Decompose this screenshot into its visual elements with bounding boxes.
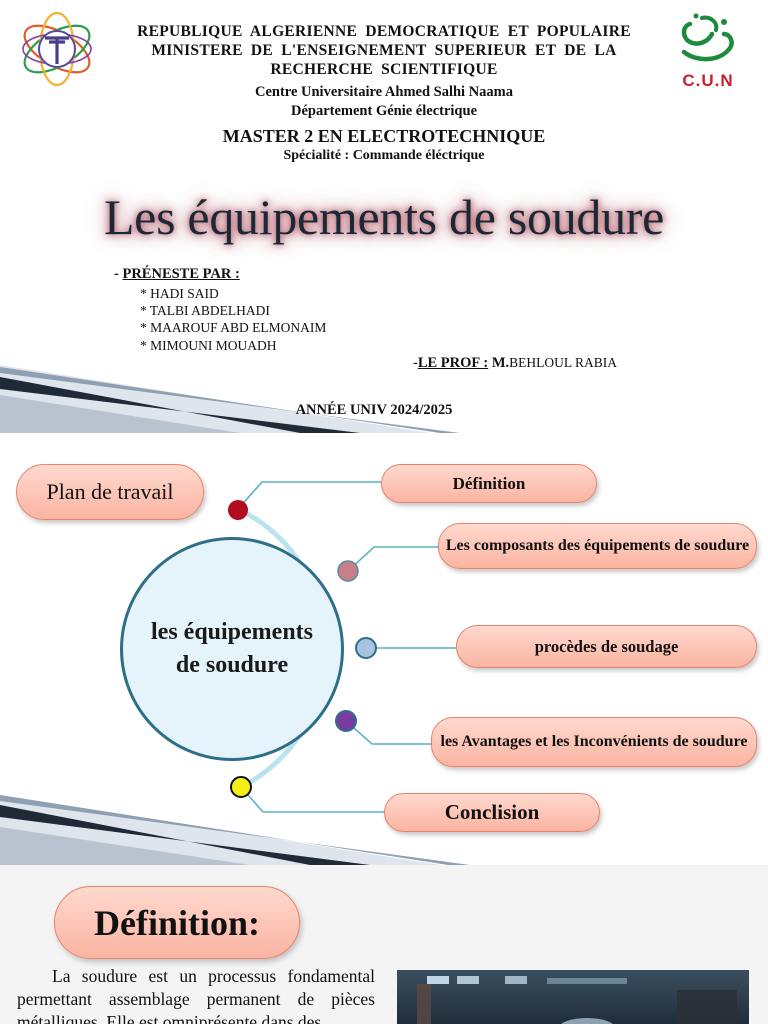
plan-item-conclusion: Conclision bbox=[384, 793, 600, 832]
presented-prefix: - bbox=[114, 266, 123, 282]
welding-photo-image bbox=[417, 976, 737, 1024]
institution-header: REPUBLIQUE ALGERIENNE DEMOCRATIQUE ET PO… bbox=[0, 22, 768, 79]
node-dot bbox=[335, 710, 357, 732]
plan-title-pill: Plan de travail bbox=[16, 464, 204, 520]
student-name: * HADI SAID bbox=[140, 286, 219, 301]
definition-paragraph: La soudure est un processus fondamental … bbox=[17, 966, 375, 1024]
prof-title: M. bbox=[488, 355, 510, 371]
plan-slide: Plan de travail les équipements de soudu… bbox=[0, 433, 768, 865]
student-name: * MAAROUF ABD ELMONAIM bbox=[140, 320, 327, 336]
header-line: MINISTERE DE L'ENSEIGNEMENT SUPERIEUR ET… bbox=[151, 42, 617, 59]
academic-year: ANNÉE UNIV 2024/2025 bbox=[295, 402, 453, 418]
prof-name: BEHLOUL RABIA bbox=[509, 355, 618, 370]
prof-label: LE PROF : bbox=[417, 355, 489, 371]
header-line: REPUBLIQUE ALGERIENNE DEMOCRATIQUE ET PO… bbox=[137, 23, 631, 40]
center-topic-line: les équipements bbox=[151, 619, 313, 645]
node-dot bbox=[355, 637, 377, 659]
node-dot bbox=[230, 776, 252, 798]
cun-emblem-icon bbox=[681, 13, 734, 62]
centre-name: Centre Universitaire Ahmed Salhi Naama bbox=[254, 84, 514, 100]
definition-slide: Définition: La soudure est un processus … bbox=[0, 865, 768, 1024]
plan-item-avantages: les Avantages et les Inconvénients de so… bbox=[431, 717, 757, 767]
presented-by: - PRÉNESTE PAR : bbox=[114, 266, 240, 283]
decorative-stripes bbox=[0, 365, 460, 433]
presented-label: PRÉNESTE PAR : bbox=[122, 266, 240, 282]
prof-prefix: - bbox=[413, 355, 418, 371]
cun-logo: C.U.N bbox=[668, 12, 748, 90]
centre-block: Centre Universitaire Ahmed Salhi Naama D… bbox=[0, 83, 768, 121]
department-name: Département Génie électrique bbox=[290, 103, 477, 119]
plan-item-composants: Les composants des équipements de soudur… bbox=[438, 523, 757, 569]
student-name: * TALBI ABDELHADI bbox=[140, 303, 270, 319]
title-slide: REPUBLIQUE ALGERIENNE DEMOCRATIQUE ET PO… bbox=[0, 0, 768, 433]
presentation-title: Les équipements de soudure bbox=[103, 189, 665, 245]
professor: -LE PROF : M.BEHLOUL RABIA bbox=[413, 355, 617, 372]
student-name: * MIMOUNI MOUADH bbox=[140, 337, 277, 353]
node-dot bbox=[228, 500, 248, 520]
decorative-stripes bbox=[0, 795, 470, 865]
plan-item-procedes: procèdes de soudage bbox=[456, 625, 757, 668]
university-logo-icon bbox=[22, 12, 92, 86]
plan-item-definition: Définition bbox=[381, 464, 597, 503]
students-list: * HADI SAID * TALBI ABDELHADI * MAAROUF … bbox=[140, 285, 326, 354]
node-dot bbox=[337, 560, 359, 582]
master-title: MASTER 2 EN ELECTROTECHNIQUE bbox=[222, 126, 546, 146]
header-line: RECHERCHE SCIENTIFIQUE bbox=[270, 61, 498, 78]
center-topic-line: de soudure bbox=[175, 652, 289, 678]
specialite: Spécialité : Commande éléctrique bbox=[283, 148, 485, 163]
welding-photo bbox=[397, 970, 749, 1024]
center-topic: les équipements de soudure bbox=[120, 537, 344, 761]
cun-logo-text: C.U.N bbox=[682, 71, 734, 90]
definition-title: Définition: bbox=[54, 886, 300, 959]
